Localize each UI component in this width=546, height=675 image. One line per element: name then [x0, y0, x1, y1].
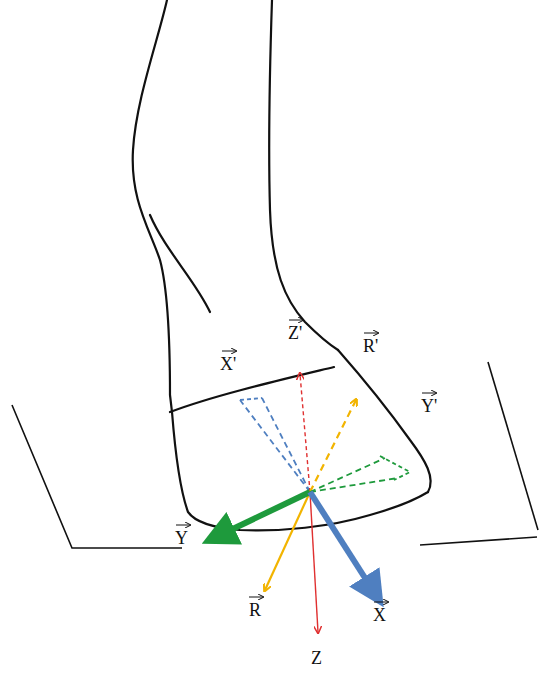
vector-label: Z — [311, 649, 322, 667]
vector-label: R — [249, 601, 261, 619]
vector-label: Z' — [288, 324, 302, 342]
vector-label: Y' — [421, 397, 437, 415]
ground-plane — [12, 362, 538, 548]
leg-outline — [133, 0, 431, 530]
vector-label: Y — [175, 529, 188, 547]
vector-label: X — [373, 606, 386, 624]
vector-label: X' — [220, 355, 236, 373]
primed-vectors — [240, 374, 410, 492]
hoof-vectors — [218, 492, 374, 632]
vector-label: R' — [363, 337, 378, 355]
vector-overarrow — [176, 320, 436, 602]
